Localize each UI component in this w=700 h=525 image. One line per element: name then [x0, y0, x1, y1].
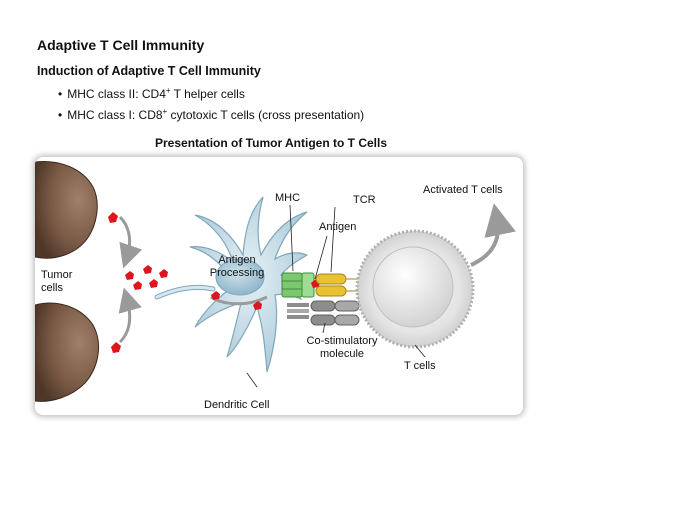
activation-arrow: [470, 203, 516, 267]
bullet-list: MHC class II: CD4+ T helper cells MHC cl…: [58, 82, 364, 124]
t-cells-label: T cells: [404, 360, 436, 372]
antigen-on-tumor-upper: [108, 212, 118, 223]
tcr-label: TCR: [353, 194, 376, 206]
release-arrow-lower: [118, 287, 142, 344]
release-arrow-upper: [118, 215, 143, 269]
mhc-molecule: [281, 272, 315, 298]
antigen-processing-label: Antigen Processing: [209, 254, 265, 279]
antigen-label: Antigen: [319, 221, 357, 233]
tcr-molecule: [315, 273, 359, 297]
t-cell: [355, 229, 475, 349]
bullet-item-mhc-class-ii: MHC class II: CD4+ T helper cells: [58, 82, 364, 103]
processed-antigen: [211, 291, 262, 310]
mhc-label: MHC: [275, 192, 301, 204]
diagram-panel: Tumor cells Antigen Processing MHC TCR A…: [35, 157, 523, 415]
antigen-on-tumor-lower: [111, 342, 121, 353]
dendritic-cell-nucleus: [215, 258, 265, 296]
tumor-cell-lower: [35, 302, 99, 402]
tumor-cell-upper: [35, 160, 98, 259]
bullet-item-mhc-class-i: MHC class I: CD8+ cytotoxic T cells (cro…: [58, 103, 364, 124]
page-title: Adaptive T Cell Immunity: [37, 37, 205, 53]
diagram-illustration: [35, 160, 516, 402]
co-stimulatory-label: Co-stimulatory molecule: [306, 335, 378, 360]
free-antigen-fragments: [125, 265, 168, 290]
tumor-cells-label: Tumor cells: [41, 269, 73, 294]
activated-t-cells-label: Activated T cells: [423, 184, 503, 196]
label-leader-lines: [246, 204, 426, 388]
co-stimulatory-molecule: [287, 300, 360, 326]
diagram-title: Presentation of Tumor Antigen to T Cells: [155, 136, 388, 150]
section-subtitle: Induction of Adaptive T Cell Immunity: [37, 64, 261, 78]
dendritic-cell-label: Dendritic Cell: [204, 399, 270, 411]
